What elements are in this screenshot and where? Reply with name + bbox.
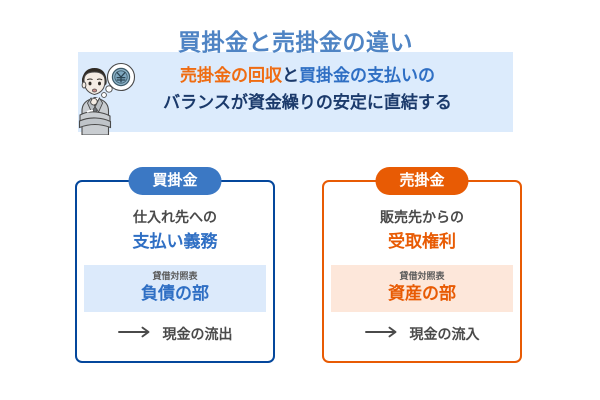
header-background-band bbox=[78, 52, 513, 132]
receivable-cash-flow-text: 現金の流入 bbox=[409, 326, 480, 342]
payable-band-caption: 貸借対照表 bbox=[152, 271, 198, 281]
receivable-key-term: 受取権利 bbox=[388, 232, 456, 251]
subtitle-highlight-payable: 買掛金の支払い bbox=[299, 66, 418, 85]
arrow-right-icon bbox=[364, 326, 399, 342]
receivable-band-section: 資産の部 bbox=[388, 284, 456, 303]
payable-balance-sheet-band: 貸借対照表 負債の部 bbox=[84, 265, 266, 312]
subtitle-particle: の bbox=[418, 66, 435, 85]
card-body-accounts-receivable: 販売先からの 受取権利 貸借対照表 資産の部 現金の流入 bbox=[324, 182, 520, 361]
card-accounts-payable[interactable]: 買掛金 仕入れ先への 支払い義務 貸借対照表 負債の部 現金の流出 bbox=[75, 167, 275, 363]
payable-key-term: 支払い義務 bbox=[132, 232, 218, 251]
header-section: 買掛金と売掛金の違い 売掛金の回収と買掛金の支払いの バランスが資金繰りの安定に… bbox=[0, 0, 600, 140]
receivable-cash-flow-row: 現金の流入 bbox=[364, 326, 480, 342]
payable-band-section: 負債の部 bbox=[141, 284, 209, 303]
thinking-businessman-icon bbox=[70, 55, 152, 136]
card-badge-accounts-receivable: 売掛金 bbox=[375, 167, 469, 195]
payable-cash-flow-row: 現金の流出 bbox=[117, 326, 233, 342]
header-subtitle: 売掛金の回収と買掛金の支払いの バランスが資金繰りの安定に直結する bbox=[120, 62, 495, 116]
card-badge-accounts-payable: 買掛金 bbox=[128, 167, 222, 195]
payable-description-line: 仕入れ先への bbox=[133, 209, 217, 225]
payable-cash-flow-text: 現金の流出 bbox=[162, 326, 233, 342]
receivable-band-caption: 貸借対照表 bbox=[399, 271, 445, 281]
receivable-balance-sheet-band: 貸借対照表 資産の部 bbox=[331, 265, 513, 312]
subtitle-line-1: 売掛金の回収と買掛金の支払いの bbox=[120, 62, 495, 89]
subtitle-conjunction: と bbox=[282, 66, 299, 85]
page-title: 買掛金と売掛金の違い bbox=[178, 29, 413, 55]
subtitle-highlight-receivable: 売掛金の回収 bbox=[180, 66, 282, 85]
arrow-right-icon bbox=[117, 326, 152, 342]
card-body-accounts-payable: 仕入れ先への 支払い義務 貸借対照表 負債の部 現金の流出 bbox=[77, 182, 273, 361]
comparison-cards-section: 買掛金 仕入れ先への 支払い義務 貸借対照表 負債の部 現金の流出 売掛金 販売… bbox=[0, 150, 600, 390]
card-accounts-receivable[interactable]: 売掛金 販売先からの 受取権利 貸借対照表 資産の部 現金の流入 bbox=[322, 167, 522, 363]
subtitle-line-2: バランスが資金繰りの安定に直結する bbox=[163, 93, 452, 112]
receivable-description-line: 販売先からの bbox=[380, 209, 464, 225]
